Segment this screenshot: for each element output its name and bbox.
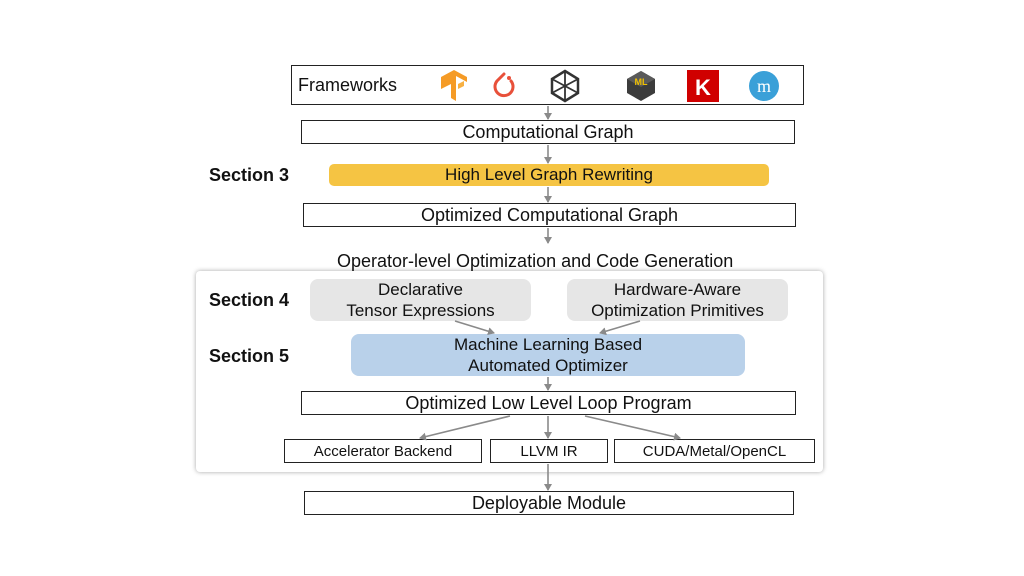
graph-rewriting-box: High Level Graph Rewriting: [329, 164, 769, 186]
arrow-declarative-to-optimizer: [454, 320, 495, 336]
cuda-metal-opencl-box: CUDA/Metal/OpenCL: [614, 439, 815, 463]
ml-line-2: Automated Optimizer: [468, 356, 628, 375]
section-5-label: Section 5: [209, 346, 290, 366]
hardware-line-1: Hardware-Aware: [613, 280, 742, 299]
loop-program-label: Optimized Low Level Loop Program: [405, 392, 692, 413]
svg-text:K: K: [695, 75, 711, 100]
hardware-aware-primitives-box: Hardware-Aware Optimization Primitives: [567, 279, 788, 321]
deployable-module-label: Deployable Module: [471, 492, 627, 513]
svg-text:m: m: [757, 76, 771, 96]
optimized-graph-label: Optimized Computational Graph: [420, 204, 679, 225]
hardware-line-2: Optimization Primitives: [591, 301, 764, 320]
operator-level-heading: Operator-level Optimization and Code Gen…: [337, 251, 734, 271]
declarative-line-1: Declarative: [377, 280, 464, 299]
declarative-tensor-expressions-box: Declarative Tensor Expressions: [310, 279, 531, 321]
ml-line-1: Machine Learning Based: [453, 335, 643, 354]
low-level-loop-program-box: Optimized Low Level Loop Program: [301, 391, 796, 415]
optimized-graph-box: Optimized Computational Graph: [303, 203, 796, 227]
declarative-line-2: Tensor Expressions: [346, 301, 495, 320]
pytorch-icon: [487, 69, 521, 103]
graph-rewriting-label: High Level Graph Rewriting: [445, 165, 653, 184]
chainer-icon: m: [747, 69, 781, 103]
cuda-label: CUDA/Metal/OpenCL: [642, 442, 787, 460]
section-4-label: Section 4: [209, 290, 290, 310]
frameworks-label: Frameworks: [298, 74, 398, 95]
coreml-icon: ML: [624, 69, 658, 103]
llvm-ir-label: LLVM IR: [520, 442, 578, 460]
svg-text:ML: ML: [635, 77, 648, 87]
arrow-hardware-to-optimizer: [599, 320, 641, 336]
section-3-label: Section 3: [209, 165, 290, 185]
computational-graph-box: Computational Graph: [301, 120, 795, 144]
deployable-module-box: Deployable Module: [304, 491, 794, 515]
computational-graph-label: Computational Graph: [462, 121, 634, 142]
arrow-loop-to-cuda: [584, 415, 681, 441]
keras-icon: K: [686, 69, 720, 103]
arrow-loop-to-accelerator: [419, 415, 511, 441]
mxnet-icon: [548, 69, 582, 103]
tensorflow-icon: [437, 69, 471, 103]
accelerator-backend-label: Accelerator Backend: [313, 442, 453, 460]
llvm-ir-box: LLVM IR: [490, 439, 608, 463]
ml-automated-optimizer-box: Machine Learning Based Automated Optimiz…: [351, 334, 745, 376]
accelerator-backend-box: Accelerator Backend: [284, 439, 482, 463]
